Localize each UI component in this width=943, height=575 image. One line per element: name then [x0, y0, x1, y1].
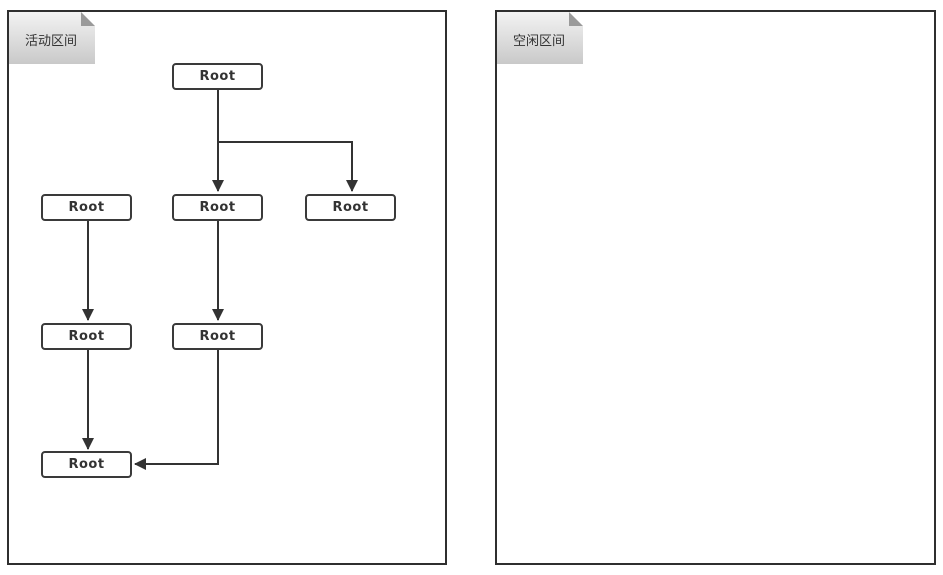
node-right-1[interactable]: Root [305, 194, 396, 221]
node-left-2[interactable]: Root [41, 323, 132, 350]
active-panel-title: 活动区间 [25, 34, 78, 49]
node-root-top[interactable]: Root [172, 63, 263, 90]
idle-panel-tab: 空闲区间 [497, 12, 583, 64]
node-center-1[interactable]: Root [172, 194, 263, 221]
page-fold-icon [81, 12, 95, 26]
active-panel-tab: 活动区间 [9, 12, 95, 64]
node-center-2[interactable]: Root [172, 323, 263, 350]
page-fold-icon [569, 12, 583, 26]
node-bottom[interactable]: Root [41, 451, 132, 478]
idle-panel-title: 空闲区间 [513, 34, 566, 49]
active-panel: 活动区间 [7, 10, 447, 565]
idle-panel: 空闲区间 [495, 10, 936, 565]
node-left-1[interactable]: Root [41, 194, 132, 221]
